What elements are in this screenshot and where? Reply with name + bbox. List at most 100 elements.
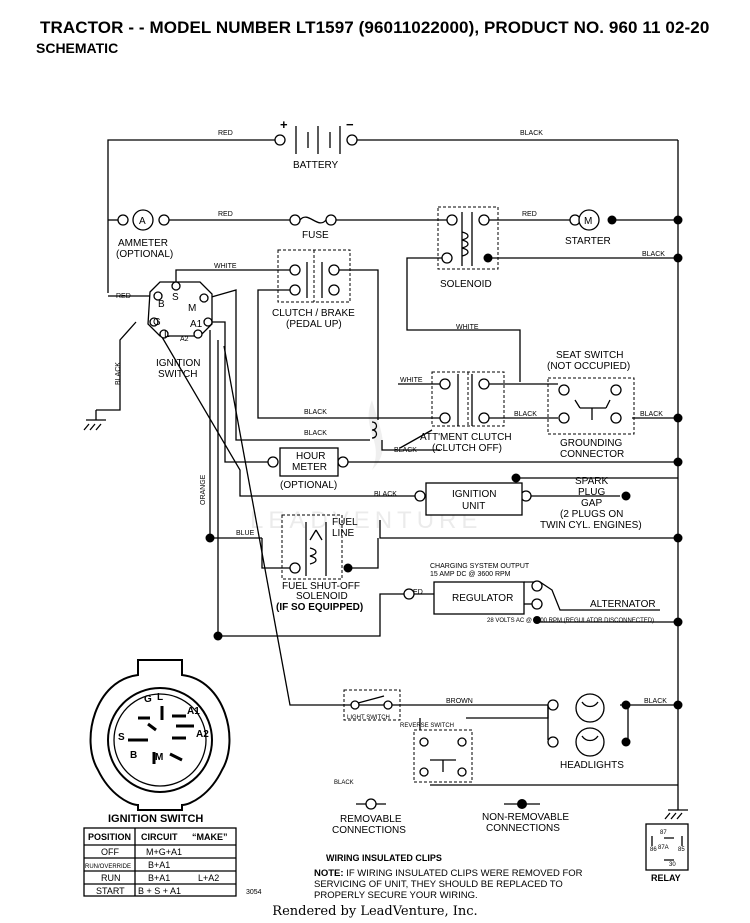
svg-text:CIRCUIT: CIRCUIT — [141, 832, 178, 842]
attachment-clutch-switch: ATT'MENT CLUTCH (CLUTCH OFF) — [371, 371, 512, 454]
svg-text:STARTER: STARTER — [565, 236, 611, 247]
ignition-switch-face: G L A1 A2 S B M IGNITION SWITCH — [89, 659, 231, 825]
svg-text:GROUNDING: GROUNDING — [560, 438, 622, 449]
svg-text:BLACK: BLACK — [640, 411, 663, 418]
svg-text:15 AMP DC @ 3600 RPM: 15 AMP DC @ 3600 RPM — [430, 571, 511, 578]
svg-text:WHITE: WHITE — [456, 324, 479, 331]
svg-text:POSITION: POSITION — [88, 832, 131, 842]
svg-text:SEAT SWITCH: SEAT SWITCH — [556, 350, 623, 361]
svg-text:A1: A1 — [190, 319, 203, 330]
svg-text:A1: A1 — [187, 706, 200, 717]
svg-text:G: G — [144, 694, 152, 705]
svg-text:FUEL SHUT-OFF: FUEL SHUT-OFF — [282, 581, 360, 592]
svg-text:M+G+A1: M+G+A1 — [146, 847, 182, 857]
svg-text:IGNITION: IGNITION — [452, 489, 496, 500]
svg-text:LIGHT SWITCH: LIGHT SWITCH — [347, 715, 390, 721]
svg-text:BLUE: BLUE — [236, 530, 255, 537]
svg-text:RED: RED — [218, 130, 233, 137]
svg-text:(OPTIONAL): (OPTIONAL) — [116, 249, 173, 260]
svg-text:REVERSE SWITCH: REVERSE SWITCH — [400, 723, 454, 729]
alternator-label: ALTERNATOR — [590, 599, 656, 610]
svg-text:(CLUTCH OFF): (CLUTCH OFF) — [432, 443, 502, 454]
svg-text:WIRING INSULATED CLIPS: WIRING INSULATED CLIPS — [326, 853, 442, 863]
svg-text:GAP: GAP — [581, 498, 602, 509]
svg-text:BLACK: BLACK — [642, 251, 665, 258]
svg-text:IGNITION SWITCH: IGNITION SWITCH — [108, 813, 203, 825]
svg-text:SOLENOID: SOLENOID — [440, 279, 492, 290]
ammeter: A AMMETER (OPTIONAL) — [116, 209, 173, 260]
relay-diagram: 87 87A 86 85 30 RELAY — [645, 823, 689, 883]
battery: + − BATTERY — [274, 117, 358, 171]
svg-text:BLACK: BLACK — [394, 447, 417, 454]
svg-text:85: 85 — [678, 847, 685, 853]
svg-text:S: S — [118, 732, 125, 743]
svg-text:CONNECTIONS: CONNECTIONS — [332, 825, 406, 836]
svg-text:SWITCH: SWITCH — [158, 369, 197, 380]
ammeter-symbol: A — [139, 216, 146, 227]
svg-text:87: 87 — [660, 830, 667, 836]
ignition-switch: S B M G A1 L A2 IGNITION SWITCH — [147, 281, 213, 380]
svg-text:RED: RED — [116, 293, 131, 300]
light-switch: LIGHT SWITCH — [343, 689, 401, 721]
headlights: HEADLIGHTS — [547, 693, 631, 771]
svg-text:BLACK: BLACK — [374, 491, 397, 498]
svg-text:BLACK: BLACK — [304, 409, 327, 416]
solenoid: SOLENOID — [437, 206, 499, 290]
svg-text:OFF: OFF — [101, 847, 119, 857]
svg-text:REGULATOR: REGULATOR — [452, 593, 513, 604]
svg-text:B: B — [130, 750, 137, 761]
svg-text:86: 86 — [650, 847, 657, 853]
page-subtitle: SCHEMATIC — [36, 40, 119, 56]
hour-meter: HOUR METER (OPTIONAL) — [267, 447, 349, 491]
clips-note: WIRING INSULATED CLIPS NOTE: IF WIRING I… — [314, 853, 583, 901]
svg-text:CHARGING SYSTEM OUTPUT: CHARGING SYSTEM OUTPUT — [430, 563, 530, 570]
svg-text:PLUG: PLUG — [578, 487, 605, 498]
starter-motor: M STARTER — [565, 209, 611, 247]
battery-plus: + — [280, 117, 288, 132]
svg-text:RUN: RUN — [101, 873, 121, 883]
battery-label: BATTERY — [293, 160, 339, 171]
svg-text:B+A1: B+A1 — [148, 860, 170, 870]
svg-text:A2: A2 — [196, 729, 209, 740]
reverse-switch: REVERSE SWITCH — [400, 723, 473, 783]
svg-text:HOUR: HOUR — [296, 451, 325, 462]
ignition-table: POSITION CIRCUIT “MAKE” OFF M+G+A1 RUN/O… — [83, 827, 237, 897]
svg-text:B + S + A1: B + S + A1 — [138, 886, 181, 896]
wires — [96, 139, 679, 805]
svg-text:(NOT OCCUPIED): (NOT OCCUPIED) — [547, 361, 630, 372]
svg-text:30: 30 — [669, 862, 676, 868]
svg-text:SOLENOID: SOLENOID — [296, 591, 348, 602]
svg-text:G: G — [153, 317, 161, 328]
svg-text:UNIT: UNIT — [462, 501, 485, 512]
svg-text:CONNECTIONS: CONNECTIONS — [486, 823, 560, 834]
svg-text:28 VOLTS AC @ 3600 RPM (REGULA: 28 VOLTS AC @ 3600 RPM (REGULATOR DISCON… — [487, 618, 654, 624]
svg-text:ATT'MENT CLUTCH: ATT'MENT CLUTCH — [420, 432, 512, 443]
page-title: TRACTOR - - MODEL NUMBER LT1597 (9601102… — [40, 18, 710, 37]
svg-text:RED: RED — [218, 211, 233, 218]
svg-text:(2 PLUGS ON: (2 PLUGS ON — [560, 509, 623, 520]
svg-text:HEADLIGHTS: HEADLIGHTS — [560, 760, 624, 771]
svg-text:METER: METER — [292, 462, 327, 473]
svg-text:A2: A2 — [180, 336, 189, 343]
svg-text:WHITE: WHITE — [214, 263, 237, 270]
clutch-brake-switch: CLUTCH / BRAKE (PEDAL UP) — [272, 249, 355, 330]
svg-text:L: L — [157, 692, 163, 703]
svg-text:WHITE: WHITE — [400, 377, 423, 384]
svg-text:S: S — [172, 292, 179, 303]
svg-text:BLACK: BLACK — [304, 430, 327, 437]
svg-text:RUN/OVERRIDE: RUN/OVERRIDE — [85, 864, 131, 870]
svg-text:M: M — [155, 752, 163, 763]
svg-text:L: L — [164, 329, 170, 340]
svg-text:SPARK: SPARK — [575, 476, 608, 487]
svg-text:(OPTIONAL): (OPTIONAL) — [280, 480, 337, 491]
svg-text:B: B — [158, 299, 165, 310]
svg-text:BLACK: BLACK — [520, 130, 543, 137]
svg-text:START: START — [96, 886, 125, 896]
svg-text:CLUTCH / BRAKE: CLUTCH / BRAKE — [272, 308, 355, 319]
svg-text:NOTE: IF WIRING INSULATED CLIP: NOTE: IF WIRING INSULATED CLIPS WERE REM… — [314, 868, 583, 879]
fuse: FUSE — [289, 214, 337, 241]
svg-text:L+A2: L+A2 — [198, 873, 219, 883]
starter-symbol: M — [584, 216, 592, 227]
svg-text:BROWN: BROWN — [446, 698, 473, 705]
